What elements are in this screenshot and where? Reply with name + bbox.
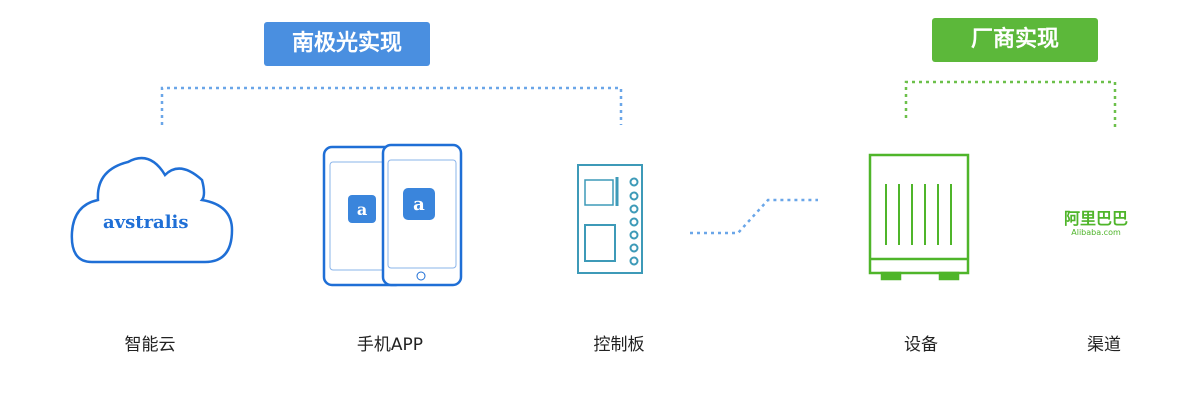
alibaba-logo-text: 阿里巴巴	[1064, 209, 1129, 228]
aurora-bracket	[160, 86, 623, 125]
phone-icon	[322, 143, 463, 287]
vendor-bracket	[904, 80, 1117, 130]
node-label-cloud: 智能云	[124, 335, 176, 355]
node-label-channel: 渠道	[1087, 335, 1121, 355]
control-board-icon	[577, 164, 643, 274]
aurora-group-badge: 南极光实现	[264, 22, 430, 66]
alibaba-logo: 阿里巴巴 Alibaba.com	[1064, 209, 1129, 238]
node-label-board: 控制板	[593, 335, 645, 355]
alibaba-logo-sub: Alibaba.com	[1071, 228, 1121, 237]
cloud-icon	[70, 156, 234, 264]
node-label-app: 手机APP	[356, 335, 424, 355]
app-icon-small	[348, 195, 376, 223]
connector-line	[690, 198, 818, 235]
vendor-group-badge: 厂商实现	[932, 18, 1098, 62]
app-letter: a	[357, 200, 367, 219]
node-label-device: 设备	[904, 335, 938, 355]
device-icon	[868, 153, 970, 281]
app-icon-large	[403, 188, 435, 220]
avstralis-logo: avstralis	[103, 212, 189, 233]
app-letter: a	[413, 194, 425, 215]
